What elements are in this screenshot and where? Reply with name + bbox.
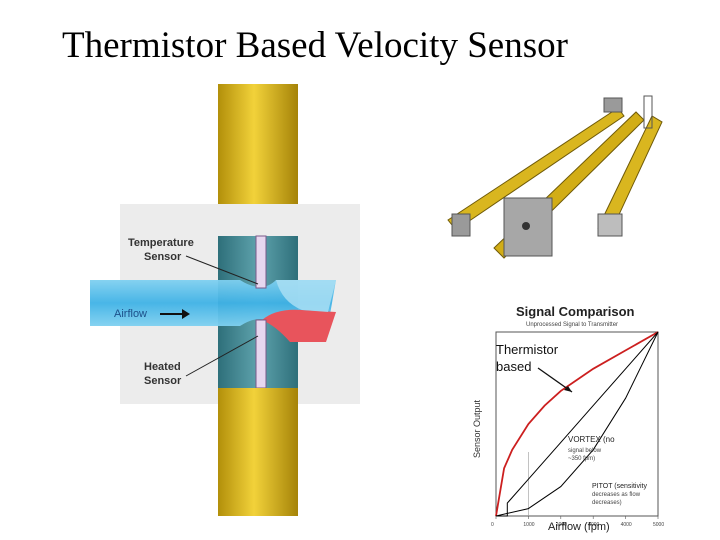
chart-xlabel: Airflow (fpm) — [548, 521, 610, 533]
signal-comparison-chart: Signal Comparison Unprocessed Signal to … — [472, 304, 664, 533]
heated-leader-line — [185, 335, 259, 377]
chart-plot-area: 0 1000 2000 3000 4000 5000 — [491, 331, 664, 528]
x-tick-label: 0 — [491, 522, 494, 528]
air-plume — [276, 280, 336, 312]
label-temperature-sensor: Sensor — [144, 251, 182, 263]
chart-ylabel: Sensor Output — [472, 399, 482, 458]
vortex-label-1: VORTEX (no — [568, 435, 615, 444]
thermistor-series-line — [495, 331, 659, 517]
x-tick-label: 2000 — [556, 522, 567, 528]
pitot-series-line — [495, 331, 659, 517]
heated-wake — [262, 309, 336, 342]
heated-sensor-pin — [255, 319, 267, 389]
bracket-bolt — [522, 222, 530, 230]
x-tick-label: 4000 — [621, 522, 632, 528]
brass-tube-bottom — [218, 388, 298, 516]
pitot-label-2: decreases as flow — [592, 492, 641, 498]
callout-thermistor-line2: based — [496, 359, 531, 374]
pitot-label-3: decreases) — [592, 500, 622, 506]
thermistor-callout-arrowhead-icon — [564, 386, 572, 392]
probe-end-clip — [643, 95, 653, 129]
sensor-cross-section-diagram: Temperature Sensor Airflow Heated Sensor — [90, 84, 360, 516]
label-temperature: Temperature — [128, 237, 194, 249]
vortex-label-3: ~350 fpm) — [568, 456, 595, 462]
probe-end-cap — [603, 97, 623, 113]
chart-title: Signal Comparison — [516, 304, 635, 319]
x-tick-label: 1000 — [523, 522, 534, 528]
temperature-sensor-pin — [255, 235, 267, 289]
x-tick-label: 5000 — [653, 522, 664, 528]
callout-thermistor-line1: Thermistor — [496, 342, 559, 357]
label-heated: Heated — [144, 361, 181, 373]
airflow-arrow-icon — [160, 309, 190, 319]
pitot-label-1: PITOT (sensitivity — [592, 483, 647, 490]
slide-title: Thermistor Based Velocity Sensor — [62, 25, 568, 66]
label-heated-sensor: Sensor — [144, 375, 182, 387]
probe-photo-illustration — [447, 95, 663, 259]
label-airflow: Airflow — [114, 308, 147, 320]
chart-subtitle: Unprocessed Signal to Transmitter — [526, 322, 618, 328]
x-tick-label: 3000 — [588, 522, 599, 528]
probe-mount-bracket-left — [451, 213, 471, 237]
temperature-leader-line — [185, 255, 259, 285]
vortex-label-2: signal below — [568, 448, 602, 454]
probe-foot-right — [597, 213, 623, 237]
